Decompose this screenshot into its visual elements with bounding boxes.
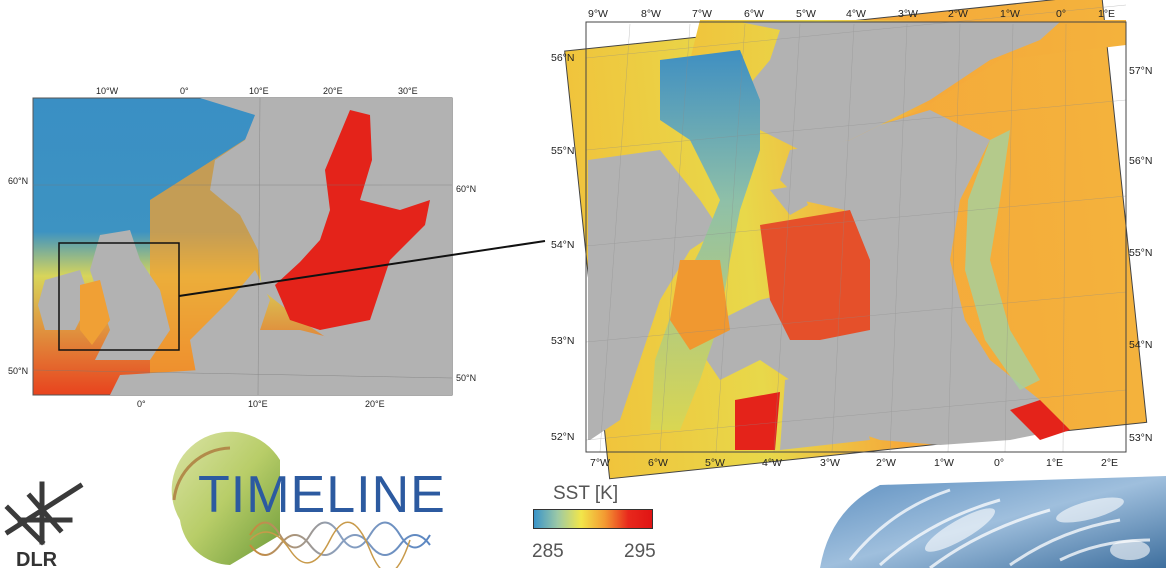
detail-land-wales	[780, 370, 870, 450]
detail-lon-bottom-label: 7°W	[590, 457, 610, 469]
detail-land-isle-of-man	[770, 185, 808, 215]
overview-map: 10°W 0° 10°E 20°E 30°E 0° 10°E 20°E 60°N…	[8, 86, 546, 409]
overview-land-france	[110, 370, 210, 395]
overview-lat-left-label: 50°N	[8, 366, 28, 376]
detail-lon-top-label: 5°W	[796, 8, 816, 20]
detail-north-sea-coastal	[965, 130, 1040, 390]
satellite-cloud-image	[820, 476, 1166, 568]
detail-liverpool-bay	[760, 210, 870, 340]
timeline-logo-text: TIMELINE	[198, 466, 446, 524]
detail-graticule	[585, 4, 1127, 453]
detail-lon-top-label: 2°W	[948, 8, 968, 20]
overview-lat-right-label: 50°N	[456, 373, 476, 383]
detail-lon-top-label: 9°W	[588, 8, 608, 20]
detail-land-england	[700, 110, 1060, 445]
detail-lat-right-label: 53°N	[1129, 432, 1152, 444]
detail-lon-top-label: 1°W	[1000, 8, 1020, 20]
timeline-logo-arc	[172, 446, 231, 501]
overview-lon-bottom-label: 20°E	[365, 399, 385, 409]
detail-lon-top-label: 7°W	[692, 8, 712, 20]
detail-lat-right-label: 55°N	[1129, 247, 1152, 259]
detail-lon-bottom-label: 2°W	[876, 457, 896, 469]
legend-colorbar	[533, 509, 653, 529]
dlr-logo-text: DLR	[16, 549, 58, 568]
overview-graticule	[32, 97, 453, 396]
overview-inset-box	[58, 242, 180, 351]
detail-lat-right-label: 56°N	[1129, 155, 1152, 167]
detail-lon-top-label: 4°W	[846, 8, 866, 20]
detail-lat-right-label: 54°N	[1129, 339, 1152, 351]
timeline-logo: TIMELINE	[171, 431, 446, 568]
overview-lon-top-label: 30°E	[398, 86, 418, 96]
detail-lon-top-label: 6°W	[744, 8, 764, 20]
detail-lon-bottom-label: 1°W	[934, 457, 954, 469]
legend-min-value: 285	[532, 541, 564, 562]
overview-irish-sea	[80, 280, 110, 345]
detail-lon-bottom-label: 4°W	[762, 457, 782, 469]
detail-lat-left-label: 54°N	[551, 239, 574, 251]
overview-land-continent	[190, 270, 452, 395]
overview-lon-top-label: 10°W	[96, 86, 119, 96]
detail-land-scotland	[740, 22, 1060, 150]
overview-land-britain	[90, 230, 170, 360]
timeline-logo-wave	[249, 534, 431, 556]
detail-land-ireland	[588, 150, 720, 440]
detail-lat-left-label: 52°N	[551, 431, 574, 443]
detail-frame	[585, 21, 1127, 453]
overview-land-ireland	[38, 270, 90, 330]
inset-connector-line	[178, 240, 546, 297]
overview-lat-left-label: 60°N	[8, 176, 28, 186]
overview-lon-bottom-label: 0°	[137, 399, 146, 409]
detail-irish-sea	[650, 50, 760, 430]
legend-max-value: 295	[624, 541, 656, 562]
detail-lat-left-label: 56°N	[551, 52, 574, 64]
detail-lon-bottom-label: 5°W	[705, 457, 725, 469]
detail-lon-top-label: 8°W	[641, 8, 661, 20]
overview-lat-right-label: 60°N	[456, 184, 476, 194]
detail-ireland-coastal-water	[670, 260, 730, 350]
detail-lat-right-label: 57°N	[1129, 65, 1152, 77]
detail-lon-bottom-label: 2°E	[1101, 457, 1118, 469]
detail-map: 9°W 8°W 7°W 6°W 5°W 4°W 3°W 2°W 1°W 0° 1…	[551, 0, 1152, 480]
overview-lon-top-label: 10°E	[249, 86, 269, 96]
detail-lat-left-label: 55°N	[551, 145, 574, 157]
detail-lat-left-label: 53°N	[551, 335, 574, 347]
detail-cardigan-bay	[735, 392, 780, 450]
timeline-logo-wave	[249, 521, 431, 549]
dlr-logo: DLR	[4, 481, 84, 568]
overview-lon-bottom-label: 10°E	[248, 399, 268, 409]
detail-lon-top-label: 0°	[1056, 8, 1066, 20]
detail-lon-bottom-label: 3°W	[820, 457, 840, 469]
legend-title: SST [K]	[553, 483, 619, 504]
overview-lon-top-label: 0°	[180, 86, 189, 96]
overview-lon-top-label: 20°E	[323, 86, 343, 96]
detail-lon-bottom-label: 0°	[994, 457, 1004, 469]
timeline-logo-wave	[249, 521, 411, 568]
detail-the-wash	[1010, 400, 1070, 440]
detail-lon-bottom-label: 6°W	[648, 457, 668, 469]
detail-lon-top-label: 3°W	[898, 8, 918, 20]
detail-lon-bottom-label: 1°E	[1046, 457, 1063, 469]
detail-lon-top-label: 1°E	[1098, 8, 1115, 20]
